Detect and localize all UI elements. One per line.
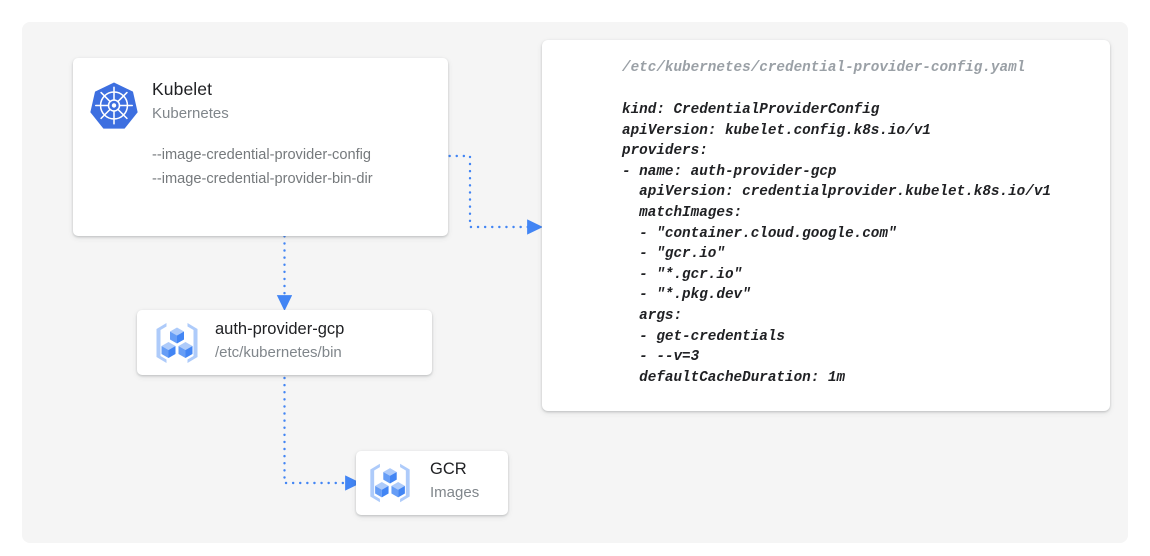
kubelet-subtitle: Kubernetes (152, 105, 229, 122)
credential-provider-config-panel[interactable]: /etc/kubernetes/credential-provider-conf… (542, 40, 1110, 411)
kubelet-flag-image-credential-provider-config: --image-credential-provider-config (152, 147, 371, 163)
container-registry-icon (370, 463, 410, 503)
gcr-subtitle: Images (430, 484, 480, 501)
auth-provider-gcp-node-card[interactable]: auth-provider-gcp /etc/kubernetes/bin (137, 310, 432, 375)
kubernetes-logo-icon (90, 82, 138, 129)
kubelet-node-card[interactable]: Kubelet Kubernetes --image-credential-pr… (73, 58, 448, 236)
kubelet-title: Kubelet (152, 79, 213, 99)
auth-provider-subtitle: /etc/kubernetes/bin (215, 344, 342, 361)
gcr-title: GCR (430, 460, 467, 478)
gcr-node-card[interactable]: GCR Images (356, 451, 508, 515)
config-file-path: /etc/kubernetes/credential-provider-conf… (622, 60, 1026, 76)
auth-provider-title: auth-provider-gcp (215, 320, 345, 338)
kubelet-flag-image-credential-provider-bin-dir: --image-credential-provider-bin-dir (152, 171, 373, 187)
container-registry-icon (156, 323, 198, 363)
config-yaml-content: kind: CredentialProviderConfig apiVersio… (622, 102, 1051, 386)
